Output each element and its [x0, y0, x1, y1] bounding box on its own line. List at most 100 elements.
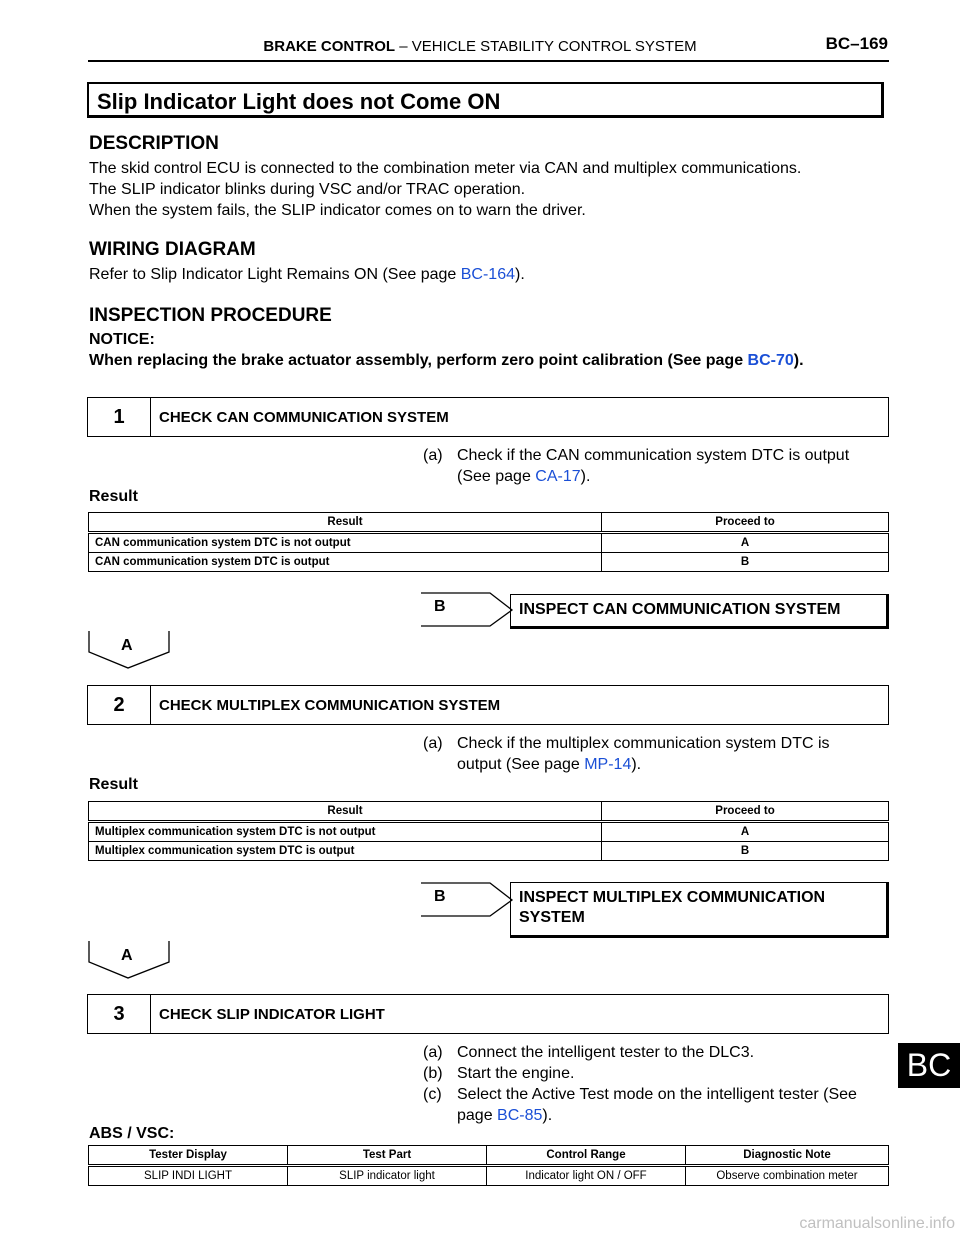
table-cell: SLIP indicator light [287, 1165, 487, 1186]
step-1-result-table: Result Proceed to CAN communication syst… [88, 512, 889, 572]
table-header: Result [88, 512, 602, 534]
table-header-row: Tester Display Test Part Control Range D… [88, 1145, 889, 1167]
table-cell: Multiplex communication system DTC is ou… [88, 841, 602, 861]
step-3-item-label: (c) [423, 1086, 442, 1103]
description-line: The SLIP indicator blinks during VSC and… [89, 181, 526, 198]
step-1-item-line: Check if the CAN communication system DT… [457, 447, 850, 464]
step-1-number: 1 [88, 398, 151, 436]
table-header: Tester Display [88, 1145, 288, 1167]
step-3-item-text: Start the engine. [457, 1065, 575, 1082]
branch-b-arrow-icon [421, 592, 514, 627]
step-3-item-c-text: Select the Active Test mode on the intel… [457, 1084, 897, 1126]
table-header-row: Result Proceed to [88, 801, 889, 823]
step-2-item-line: output (See page MP-14). [457, 754, 897, 775]
step-1-box: 1 CHECK CAN COMMUNICATION SYSTEM [87, 397, 889, 437]
step-3-item-label: (a) [423, 1044, 443, 1061]
wiring-text-after: ). [515, 266, 525, 283]
notice-text-before: When replacing the brake actuator assemb… [89, 352, 748, 369]
step-1-item-text-before: (See page [457, 468, 536, 485]
notice-block: NOTICE: When replacing the brake actuato… [89, 329, 889, 371]
wiring-text: Refer to Slip Indicator Light Remains ON… [89, 264, 525, 285]
step-1-b-target: INSPECT CAN COMMUNICATION SYSTEM [510, 594, 889, 629]
step-3-box: 3 CHECK SLIP INDICATOR LIGHT [87, 994, 889, 1034]
step-1-title: CHECK CAN COMMUNICATION SYSTEM [159, 408, 449, 426]
table-header: Proceed to [601, 512, 889, 534]
step-2-b-target: INSPECT MULTIPLEX COMMUNICATION SYSTEM [510, 882, 889, 938]
table-header: Proceed to [601, 801, 889, 823]
inspection-heading: INSPECTION PROCEDURE [89, 305, 332, 326]
step-1-item-text: Check if the CAN communication system DT… [457, 445, 897, 487]
notice-text-after: ). [793, 352, 804, 369]
table-cell: B [601, 552, 889, 572]
step-3-item-text-after: ). [542, 1107, 553, 1124]
active-test-table: Tester Display Test Part Control Range D… [88, 1145, 889, 1186]
step-3-item-label: (b) [423, 1065, 443, 1082]
table-cell: CAN communication system DTC is not outp… [88, 532, 602, 553]
step-1-item-line: (See page CA-17). [457, 466, 897, 487]
step-2-link[interactable]: MP-14 [584, 756, 632, 773]
notice-link[interactable]: BC-70 [747, 352, 794, 369]
table-header: Diagnostic Note [685, 1145, 889, 1167]
step-3-item-text-before: page [457, 1107, 498, 1124]
description-section: DESCRIPTION [89, 133, 219, 155]
wiring-link[interactable]: BC-164 [460, 266, 515, 283]
table-cell: Multiplex communication system DTC is no… [88, 821, 602, 842]
abs-vsc-label: ABS / VSC: [89, 1125, 175, 1142]
step-1-item-text-after: ). [580, 468, 591, 485]
step-2-title: CHECK MULTIPLEX COMMUNICATION SYSTEM [159, 696, 501, 714]
table-row: Multiplex communication system DTC is no… [88, 821, 889, 842]
step-1-item-label: (a) [423, 447, 443, 464]
table-row: Multiplex communication system DTC is ou… [88, 841, 889, 861]
step-3-item-line: page BC-85). [457, 1105, 897, 1126]
notice-text: When replacing the brake actuator assemb… [89, 350, 889, 371]
table-header: Test Part [287, 1145, 487, 1167]
branch-a-label: A [121, 637, 133, 654]
branch-a-arrow-icon [88, 941, 170, 979]
step-2-result-table: Result Proceed to Multiplex communicatio… [88, 801, 889, 861]
notice-label: NOTICE: [89, 331, 155, 348]
step-2-number: 2 [88, 686, 151, 724]
step-2-item-text-after: ). [631, 756, 642, 773]
header-subsection: VEHICLE STABILITY CONTROL SYSTEM [411, 38, 697, 55]
branch-b-label: B [434, 598, 446, 615]
table-cell: Observe combination meter [685, 1165, 889, 1186]
header-divider [88, 60, 889, 62]
step-2-b-target-line: INSPECT MULTIPLEX COMMUNICATION [519, 889, 826, 906]
table-cell: B [601, 841, 889, 861]
wiring-text-before: Refer to Slip Indicator Light Remains ON… [89, 266, 461, 283]
table-row: SLIP INDI LIGHT SLIP indicator light Ind… [88, 1165, 889, 1186]
branch-a-label: A [121, 947, 133, 964]
description-body: The skid control ECU is connected to the… [89, 158, 889, 221]
branch-a-arrow-icon [88, 631, 170, 669]
section-tab-bc[interactable]: BC [898, 1043, 960, 1088]
table-header-row: Result Proceed to [88, 512, 889, 534]
table-cell: A [601, 821, 889, 842]
wiring-heading: WIRING DIAGRAM [89, 239, 256, 260]
step-2-item-label: (a) [423, 735, 443, 752]
step-3-number: 3 [88, 995, 151, 1033]
page-title: Slip Indicator Light does not Come ON [87, 82, 884, 118]
step-2-box: 2 CHECK MULTIPLEX COMMUNICATION SYSTEM [87, 685, 889, 725]
table-header: Result [88, 801, 602, 823]
step-2-b-target-line: SYSTEM [519, 909, 585, 926]
description-line: The skid control ECU is connected to the… [89, 160, 802, 177]
step-3-item-line: Select the Active Test mode on the intel… [457, 1086, 857, 1103]
branch-b-arrow-icon [421, 882, 514, 917]
step-3-link[interactable]: BC-85 [497, 1107, 543, 1124]
description-line: When the system fails, the SLIP indicato… [89, 202, 586, 219]
header-section: BRAKE CONTROL [263, 38, 396, 55]
description-heading: DESCRIPTION [89, 133, 219, 154]
step-1-link[interactable]: CA-17 [535, 468, 581, 485]
step-2-item-line: Check if the multiplex communication sys… [457, 735, 830, 752]
branch-b-label: B [434, 888, 446, 905]
step-1-result-label: Result [89, 488, 138, 505]
wiring-section: WIRING DIAGRAM [89, 239, 256, 261]
table-row: CAN communication system DTC is not outp… [88, 532, 889, 553]
table-cell: Indicator light ON / OFF [486, 1165, 686, 1186]
page-number: BC–169 [825, 34, 888, 53]
table-row: CAN communication system DTC is output B [88, 552, 889, 572]
step-3-item-text: Connect the intelligent tester to the DL… [457, 1044, 755, 1061]
step-2-item-text: Check if the multiplex communication sys… [457, 733, 897, 775]
table-cell: A [601, 532, 889, 553]
inspection-section: INSPECTION PROCEDURE [89, 305, 332, 327]
